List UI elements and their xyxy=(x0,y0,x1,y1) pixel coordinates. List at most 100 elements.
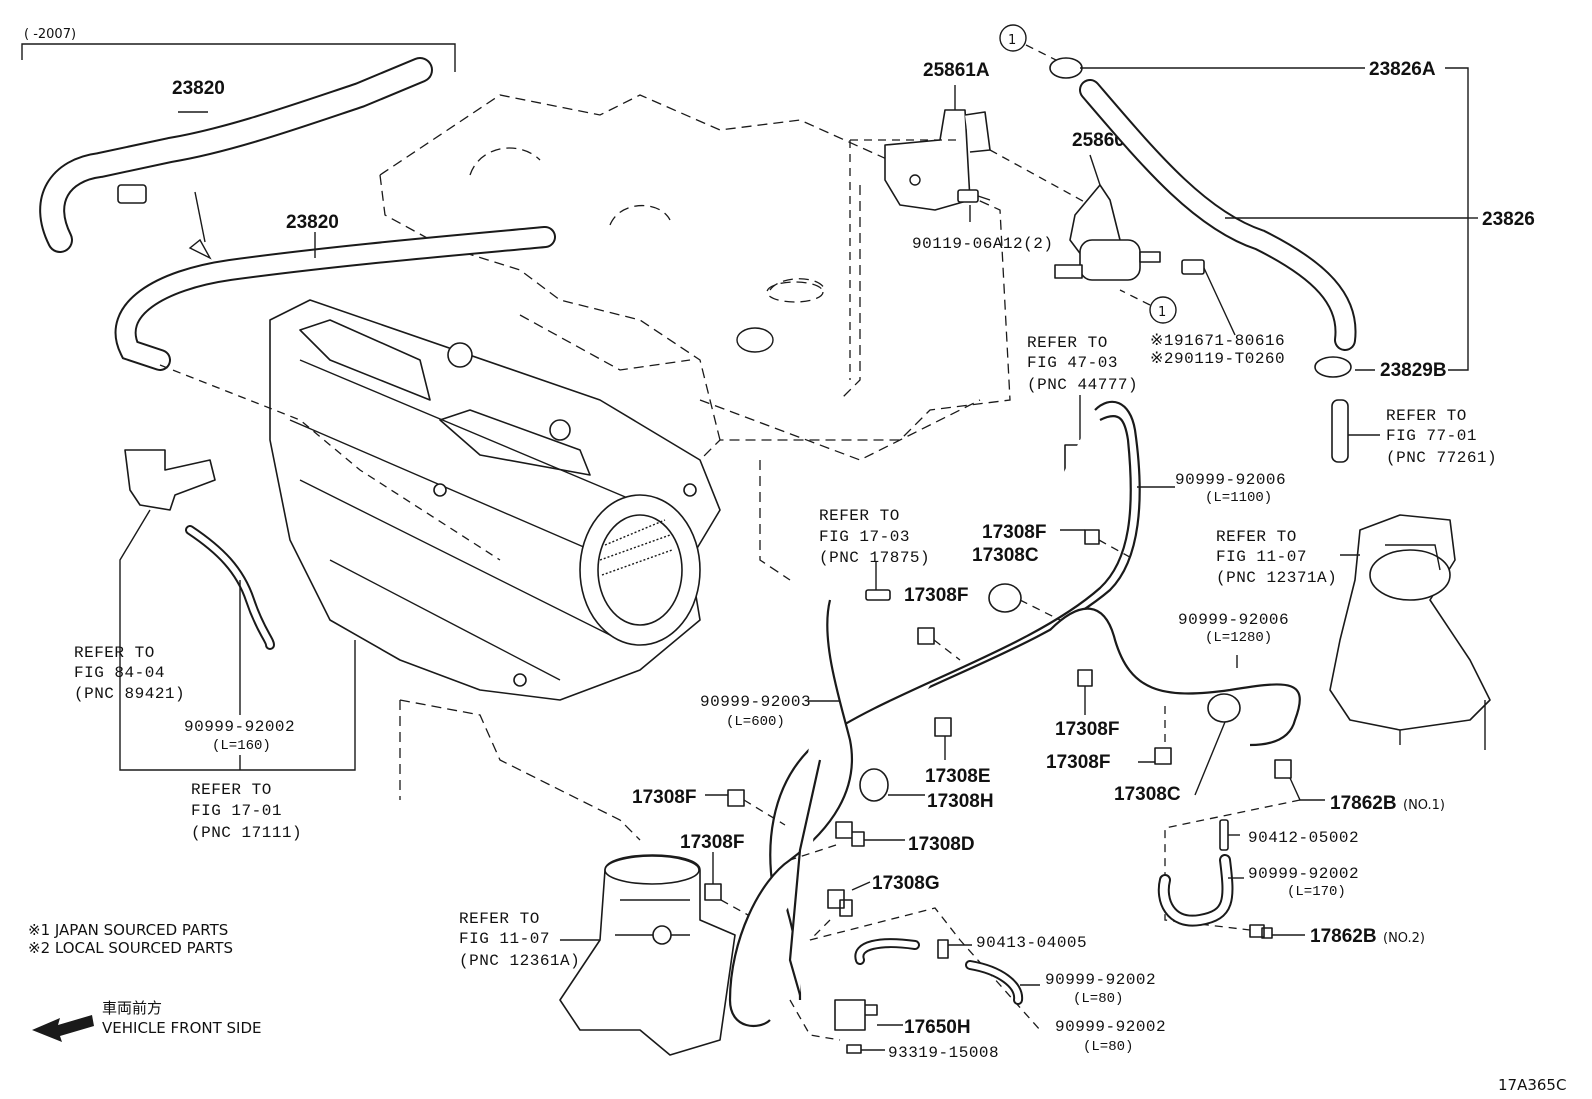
callout-1-bottom-label: 1 xyxy=(1158,305,1166,320)
ref-47-03-line1: REFER TO xyxy=(1027,334,1108,352)
hose-label-170: 90999-92002 xyxy=(1248,865,1359,883)
ref-fig-77-01: REFER TO FIG 77-01 (PNC 77261) xyxy=(1386,407,1497,467)
part-label-17862b-1-sub: (NO.1) xyxy=(1403,798,1445,813)
part-label-23826a: 23826A xyxy=(1369,59,1436,80)
part-label-17308f-d: 17308F xyxy=(1046,752,1110,773)
ref-fig-11-07-b: REFER TO FIG 11-07 (PNC 12361A) xyxy=(459,910,580,970)
part-label-17862b-1: 17862B xyxy=(1330,793,1397,814)
part-label-23820-mid: 23820 xyxy=(286,212,339,233)
hose-23826 xyxy=(1049,57,1478,378)
part-label-90119: 90119-06A12(2) xyxy=(912,235,1053,253)
ref-11-07b-line2: FIG 11-07 xyxy=(459,930,550,948)
ref-77-01-line1: REFER TO xyxy=(1386,407,1467,425)
source-notes: ※1 JAPAN SOURCED PARTS ※2 LOCAL SOURCED … xyxy=(28,921,233,957)
hose-length-160: (L=160) xyxy=(212,738,271,754)
hose-label-1280: 90999-92006 xyxy=(1178,611,1289,629)
model-range-bracket: ( -2007) xyxy=(21,27,456,72)
part-label-23820-top: 23820 xyxy=(172,78,225,99)
callout-1-top: 1 xyxy=(999,24,1061,63)
left-sensor xyxy=(119,449,356,771)
part-label-17308c-a: 17308C xyxy=(972,545,1039,566)
screw-191671 xyxy=(1181,259,1236,336)
part-label-17308f-e: 17308F xyxy=(632,787,696,808)
ref-fig-84-04: REFER TO FIG 84-04 (PNC 89421) xyxy=(74,644,185,703)
part-label-17650h: 17650H xyxy=(904,1017,971,1038)
ref-77-01-line3: (PNC 77261) xyxy=(1386,449,1497,467)
part-label-23826: 23826 xyxy=(1482,209,1535,230)
ref-47-03-line2: FIG 47-03 xyxy=(1027,354,1118,372)
hose-length-600: (L=600) xyxy=(726,714,785,730)
ref-11-07a-line1: REFER TO xyxy=(1216,528,1297,546)
callout-1-top-label: 1 xyxy=(1008,33,1016,48)
hose-label-80a: 90999-92002 xyxy=(1045,971,1156,989)
part-label-93319: 93319-15008 xyxy=(888,1044,999,1062)
part-label-17308c-b: 17308C xyxy=(1114,784,1181,805)
model-range-label: ( -2007) xyxy=(24,27,76,42)
ref-fig-17-03: REFER TO FIG 17-03 (PNC 17875) xyxy=(819,507,930,567)
ref-47-03-line3: (PNC 44777) xyxy=(1027,376,1138,394)
clamps-and-clips xyxy=(704,529,1325,941)
part-label-17862b-2-sub: (NO.2) xyxy=(1383,931,1425,946)
part-label-17308d: 17308D xyxy=(908,834,975,855)
hose-23820-mid xyxy=(114,226,556,561)
part-label-90413: 90413-04005 xyxy=(976,934,1087,952)
callout-1-bottom: 1 xyxy=(1119,289,1177,324)
ref-17-03-line3: (PNC 17875) xyxy=(819,549,930,567)
hose-length-1280: (L=1280) xyxy=(1205,630,1272,646)
hose-length-170: (L=170) xyxy=(1287,884,1346,900)
bottom-fittings xyxy=(789,907,1041,1054)
part-label-17308h: 17308H xyxy=(927,791,994,812)
vacuum-hoses xyxy=(728,400,1301,1028)
part-label-25861a: 25861A xyxy=(923,60,990,81)
intake-manifold xyxy=(269,299,721,701)
vehicle-front-jp: 車両前方 xyxy=(102,999,162,1017)
ref-17-01-line2: FIG 17-01 xyxy=(191,802,282,820)
hose-label-80b: 90999-92002 xyxy=(1055,1018,1166,1036)
ref-84-04-line2: FIG 84-04 xyxy=(74,664,165,682)
ref-fig-17-01: REFER TO FIG 17-01 (PNC 17111) xyxy=(191,781,302,842)
hose-label-160: 90999-92002 xyxy=(184,718,295,736)
part-label-17308e: 17308E xyxy=(925,766,991,787)
engine-block-outline xyxy=(379,94,1011,841)
lower-right-fittings xyxy=(1157,799,1305,939)
part-label-23829b: 23829B xyxy=(1380,360,1447,381)
ref-11-07a-line3: (PNC 12371A) xyxy=(1216,569,1337,587)
part-label-17308f-a: 17308F xyxy=(982,522,1046,543)
bolt-90119 xyxy=(957,189,991,222)
ref-17-01-line1: REFER TO xyxy=(191,781,272,799)
part-label-90412: 90412-05002 xyxy=(1248,829,1359,847)
arrow-left-icon xyxy=(32,1015,94,1042)
hose-length-1100: (L=1100) xyxy=(1205,490,1272,506)
ref-17-03-line1: REFER TO xyxy=(819,507,900,525)
part-label-290119: ※290119-T0260 xyxy=(1150,350,1285,368)
pipe-77-01 xyxy=(1331,399,1380,463)
hose-23820-top xyxy=(39,57,433,260)
hose-label-600: 90999-92003 xyxy=(700,693,811,711)
diagram-code: 17A365C xyxy=(1498,1076,1566,1094)
ref-77-01-line2: FIG 77-01 xyxy=(1386,427,1477,445)
ref-11-07a-line2: FIG 11-07 xyxy=(1216,548,1307,566)
part-label-17308g: 17308G xyxy=(872,873,940,894)
engine-mount-right xyxy=(1329,514,1491,750)
ref-84-04-line3: (PNC 89421) xyxy=(74,685,185,703)
part-label-191671: ※191671-80616 xyxy=(1150,332,1285,350)
note-local-sourced: ※2 LOCAL SOURCED PARTS xyxy=(28,939,233,957)
engine-mount-left xyxy=(559,854,736,1056)
part-label-17308f-c: 17308F xyxy=(1055,719,1119,740)
valve-25860 xyxy=(1054,154,1161,281)
part-label-17862b-2: 17862B xyxy=(1310,926,1377,947)
ref-fig-11-07-a: REFER TO FIG 11-07 (PNC 12371A) xyxy=(1216,528,1337,587)
part-label-17308f-b: 17308F xyxy=(904,585,968,606)
ref-17-03-line2: FIG 17-03 xyxy=(819,528,910,546)
hose-length-80b: (L=80) xyxy=(1083,1039,1133,1055)
hose-label-1100: 90999-92006 xyxy=(1175,471,1286,489)
ref-11-07b-line1: REFER TO xyxy=(459,910,540,928)
vehicle-front-indicator: 車両前方 VEHICLE FRONT SIDE xyxy=(32,999,262,1042)
note-japan-sourced: ※1 JAPAN SOURCED PARTS xyxy=(28,921,228,939)
hose-length-80a: (L=80) xyxy=(1073,991,1123,1007)
bracket-25861a xyxy=(849,85,1091,380)
vehicle-front-en: VEHICLE FRONT SIDE xyxy=(102,1019,262,1037)
part-label-17308f-f: 17308F xyxy=(680,832,744,853)
ref-84-04-line1: REFER TO xyxy=(74,644,155,662)
